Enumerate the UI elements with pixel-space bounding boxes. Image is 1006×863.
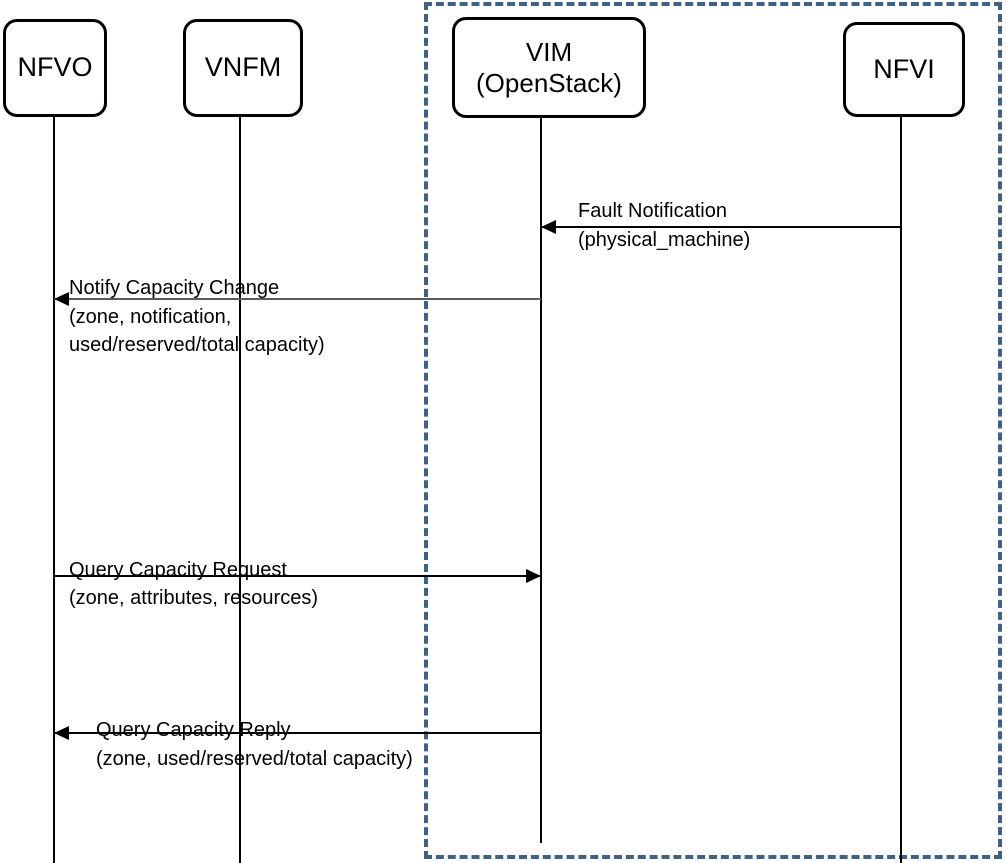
vim-nfvi-region-boundary (424, 2, 1002, 859)
participant-vnfm[interactable]: VNFM (183, 19, 303, 117)
participant-vnfm-label: VNFM (204, 52, 282, 83)
lifeline-nfvi (900, 115, 902, 863)
participant-nfvo[interactable]: NFVO (3, 19, 107, 117)
message-line-notify-capacity-change (54, 298, 541, 300)
message-label-query-capacity-reply-line2: (zone, used/reserved/total capacity) (96, 748, 413, 770)
lifeline-vim (540, 115, 542, 843)
lifeline-vnfm (239, 115, 241, 863)
participant-nfvi[interactable]: NFVI (843, 22, 965, 117)
message-label-query-capacity-reply-line1: Query Capacity Reply (96, 719, 291, 741)
participant-vim-label: VIM (OpenStack) (476, 36, 622, 98)
message-label-notify-capacity-change-line3: used/reserved/total capacity) (69, 334, 325, 356)
participant-vim[interactable]: VIM (OpenStack) (452, 17, 646, 118)
arrow-head-fault-notification (541, 220, 556, 234)
message-line-query-capacity-request (54, 575, 541, 577)
arrow-head-notify-capacity-change (54, 292, 69, 306)
arrow-head-query-capacity-reply (54, 726, 69, 740)
participant-nfvi-label: NFVI (873, 53, 935, 84)
message-label-fault-notification-line2: (physical_machine) (578, 229, 751, 251)
lifeline-nfvo (53, 115, 55, 863)
message-label-notify-capacity-change-line2: (zone, notification, (69, 306, 232, 328)
message-label-query-capacity-request-line1: Query Capacity Request (69, 559, 287, 581)
message-label-query-capacity-request-line2: (zone, attributes, resources) (69, 587, 318, 609)
arrow-head-query-capacity-request (526, 569, 541, 583)
participant-nfvo-label: NFVO (17, 52, 93, 83)
message-line-query-capacity-reply (54, 732, 541, 734)
message-label-fault-notification-line1: Fault Notification (578, 200, 727, 222)
message-line-fault-notification (541, 226, 901, 228)
message-label-notify-capacity-change-line1: Notify Capacity Change (69, 277, 280, 299)
